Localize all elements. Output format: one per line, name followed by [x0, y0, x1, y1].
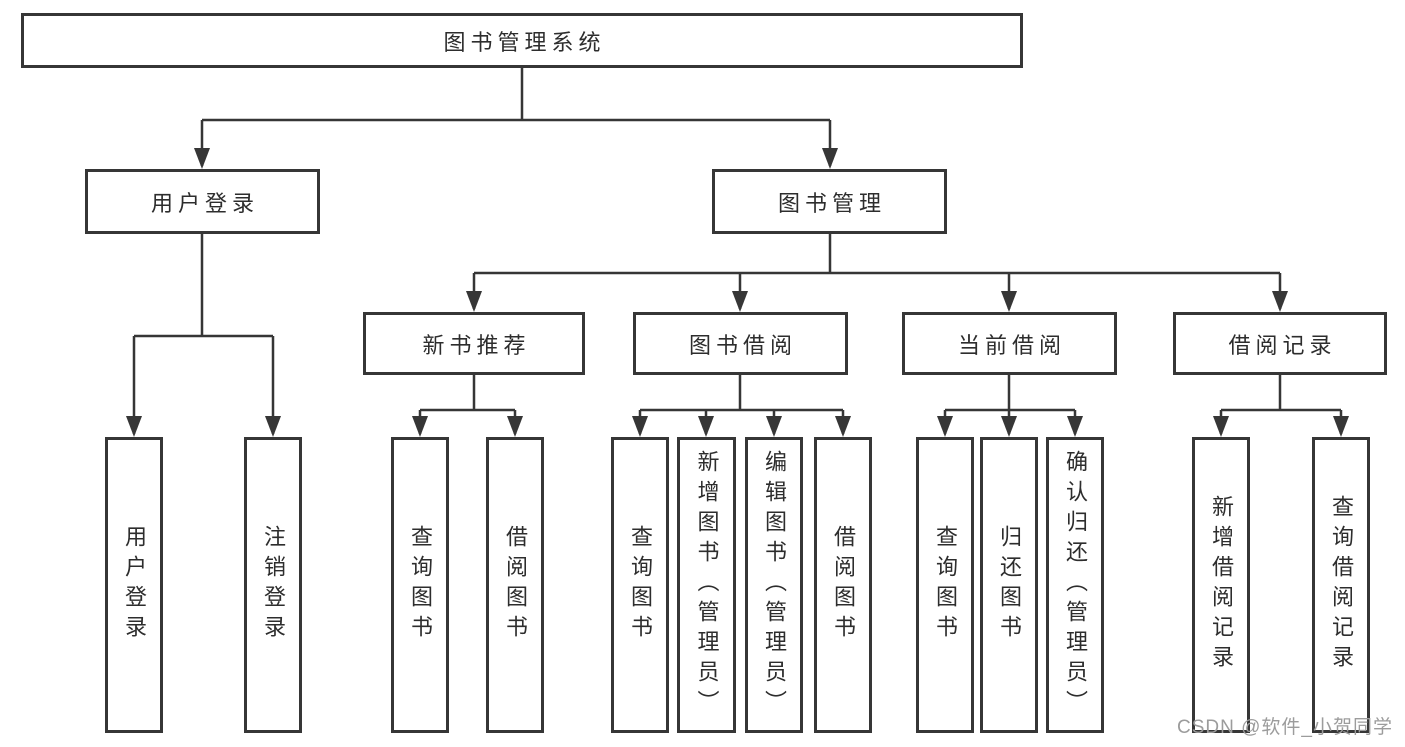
- leaf-user-login: 用户登录: [105, 437, 163, 733]
- node-borrow-records-label: 借阅记录: [1228, 332, 1337, 358]
- node-new-book-recommend: 新书推荐: [363, 312, 585, 375]
- node-root: 图书管理系统: [21, 13, 1023, 68]
- arrow-icon: [822, 148, 838, 169]
- leaf-br-query-record-label: 查询借阅记录: [1329, 495, 1354, 675]
- node-borrow-records: 借阅记录: [1173, 312, 1387, 375]
- node-current-borrow: 当前借阅: [902, 312, 1117, 375]
- leaf-bb-query-books: 查询图书: [611, 437, 669, 733]
- leaf-bb-add-books-label: 新增图书（管理员）: [694, 450, 720, 720]
- node-book-management-label: 图书管理: [777, 190, 886, 216]
- arrowheads: [126, 148, 1349, 437]
- leaf-bb-borrow-books-label: 借阅图书: [831, 525, 856, 645]
- arrow-icon: [1067, 416, 1083, 437]
- leaf-bb-edit-books-label: 编辑图书（管理员）: [762, 450, 787, 720]
- arrow-icon: [835, 416, 851, 437]
- node-current-borrow-label: 当前借阅: [957, 332, 1066, 358]
- arrow-icon: [732, 291, 748, 312]
- leaf-br-add-record: 新增借阅记录: [1192, 437, 1250, 733]
- leaf-user-login-label: 用户登录: [122, 525, 147, 645]
- node-book-borrow-label: 图书借阅: [688, 332, 797, 358]
- leaf-nbr-borrow-books: 借阅图书: [486, 437, 544, 733]
- leaf-cb-confirm-return-label: 确认归还（管理员）: [1063, 450, 1088, 720]
- connector-paths: [132, 68, 1343, 434]
- leaf-nbr-query-books-label: 查询图书: [408, 525, 433, 645]
- arrow-icon: [1272, 291, 1288, 312]
- node-user-login: 用户登录: [85, 169, 320, 234]
- arrow-icon: [1213, 416, 1229, 437]
- arrow-icon: [265, 416, 281, 437]
- leaf-bb-borrow-books: 借阅图书: [814, 437, 872, 733]
- leaf-br-add-record-label: 新增借阅记录: [1209, 495, 1234, 675]
- arrow-icon: [632, 416, 648, 437]
- leaf-bb-add-books: 新增图书（管理员）: [677, 437, 736, 733]
- arrow-icon: [412, 416, 428, 437]
- leaf-logout: 注销登录: [244, 437, 302, 733]
- watermark: CSDN @软件_小贺同学: [1177, 717, 1393, 738]
- node-book-management: 图书管理: [712, 169, 947, 234]
- arrow-icon: [1333, 416, 1349, 437]
- leaf-br-query-record: 查询借阅记录: [1312, 437, 1370, 733]
- arrow-icon: [194, 148, 210, 169]
- leaf-cb-return-books-label: 归还图书: [997, 525, 1022, 645]
- arrow-icon: [766, 416, 782, 437]
- arrow-icon: [1001, 291, 1017, 312]
- node-user-login-label: 用户登录: [150, 190, 259, 216]
- arrow-icon: [466, 291, 482, 312]
- leaf-nbr-borrow-books-label: 借阅图书: [503, 525, 528, 645]
- node-new-book-recommend-label: 新书推荐: [422, 332, 531, 358]
- leaf-bb-edit-books: 编辑图书（管理员）: [745, 437, 803, 733]
- leaf-nbr-query-books: 查询图书: [391, 437, 449, 733]
- arrow-icon: [937, 416, 953, 437]
- arrow-icon: [507, 416, 523, 437]
- leaf-cb-query-books-label: 查询图书: [933, 525, 958, 645]
- arrow-icon: [1001, 416, 1017, 437]
- leaf-cb-query-books: 查询图书: [916, 437, 974, 733]
- node-root-label: 图书管理系统: [443, 29, 606, 55]
- leaf-logout-label: 注销登录: [261, 525, 286, 645]
- leaf-bb-query-books-label: 查询图书: [628, 525, 653, 645]
- leaf-cb-return-books: 归还图书: [980, 437, 1038, 733]
- arrow-icon: [698, 416, 714, 437]
- node-book-borrow: 图书借阅: [633, 312, 848, 375]
- arrow-icon: [126, 416, 142, 437]
- leaf-cb-confirm-return: 确认归还（管理员）: [1046, 437, 1104, 733]
